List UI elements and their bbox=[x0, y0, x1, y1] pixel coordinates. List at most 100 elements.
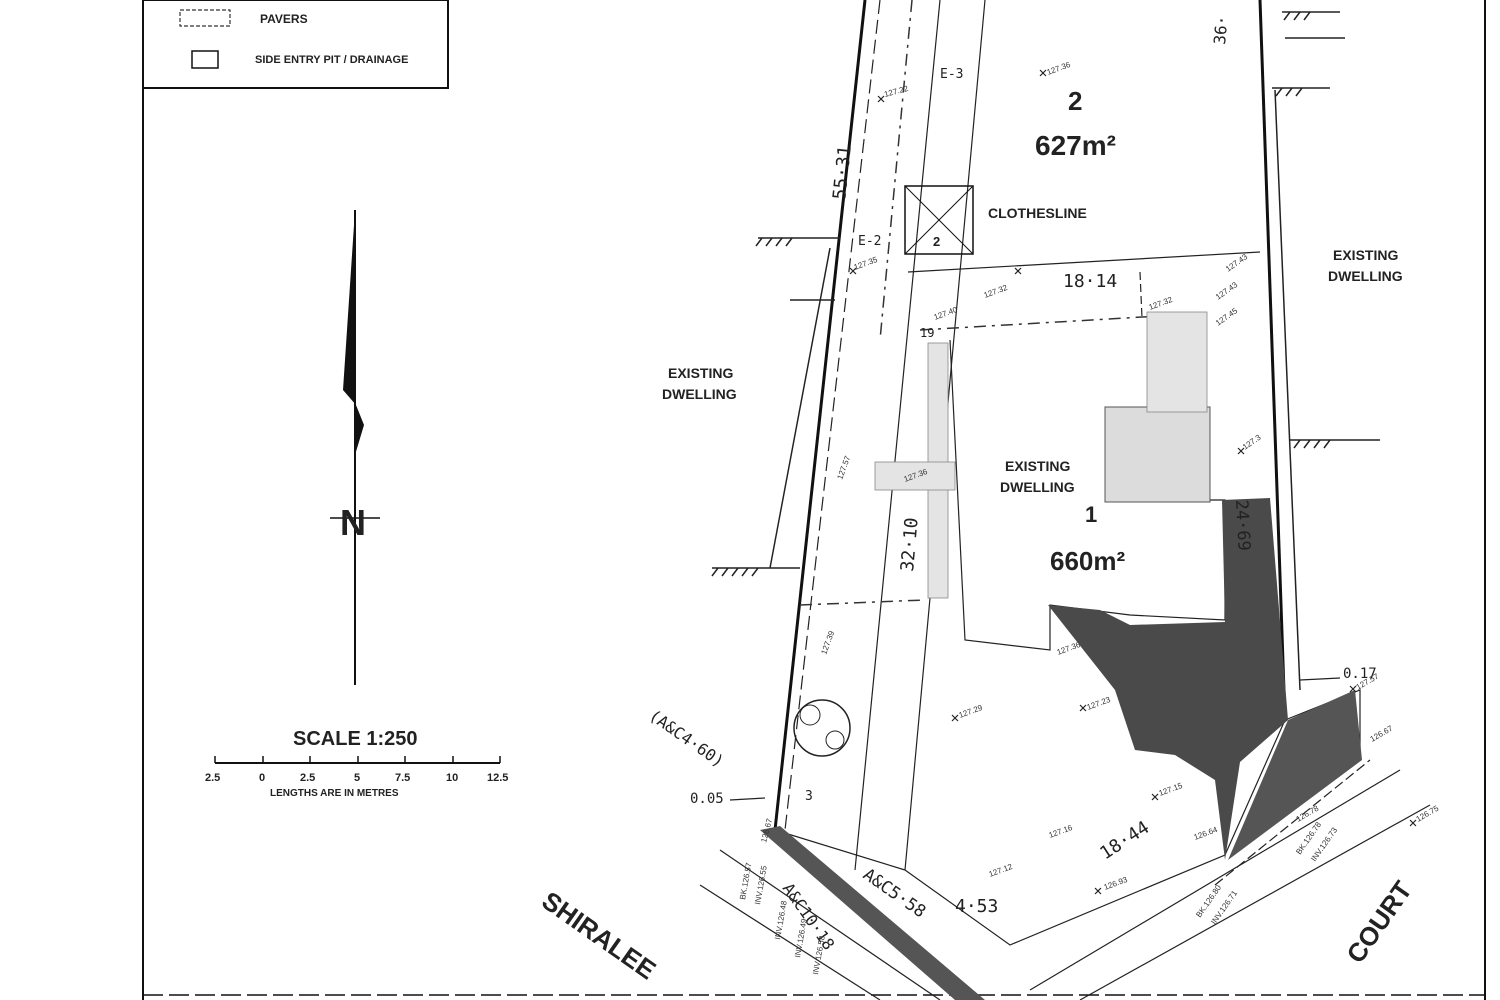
lot1-number: 1 bbox=[1085, 502, 1097, 527]
existing-dwelling-right-line1: EXISTING bbox=[1333, 247, 1398, 263]
north-arrow-head-icon bbox=[343, 210, 364, 455]
existing-dwelling-left-line1: EXISTING bbox=[668, 365, 733, 381]
dimension-label: 24·69 bbox=[1231, 499, 1254, 551]
spot-level: 127.36 bbox=[1046, 60, 1073, 77]
spot-level: 126.67 bbox=[1369, 723, 1395, 743]
driveway-left bbox=[854, 0, 941, 871]
invert-label: INV.126.49 bbox=[793, 918, 809, 959]
legend-pit-label: SIDE ENTRY PIT / DRAINAGE bbox=[255, 54, 408, 66]
driveway-fill bbox=[760, 498, 1362, 1000]
clothesline-label: CLOTHESLINE bbox=[988, 205, 1087, 221]
street-frontage bbox=[904, 719, 1286, 946]
scale-note: LENGTHS ARE IN METRES bbox=[270, 788, 399, 799]
corner-truncation bbox=[774, 829, 906, 871]
pavers-step bbox=[874, 461, 956, 491]
pavers-area-1 bbox=[1104, 406, 1211, 503]
dimension-label: 18·44 bbox=[1096, 817, 1153, 864]
existing-dwelling-lot1-line2: DWELLING bbox=[1000, 479, 1075, 495]
spot-level: 127.15 bbox=[1158, 781, 1185, 798]
crossover-shaded bbox=[1228, 690, 1362, 860]
right-boundary bbox=[1258, 0, 1287, 721]
invert-label: INV.126.55 bbox=[753, 865, 769, 906]
spot-level: 127.43 bbox=[1214, 280, 1240, 302]
spot-level: 127.29 bbox=[958, 703, 985, 720]
scale-tick-label: 12.5 bbox=[487, 772, 508, 784]
survey-marks bbox=[849, 69, 1417, 895]
existing-dwelling-right-line2: DWELLING bbox=[1328, 268, 1403, 284]
existing-dwelling-left-line2: DWELLING bbox=[662, 386, 737, 402]
dimension-label: 32·10 bbox=[897, 517, 923, 573]
lot19-number: 19 bbox=[920, 326, 934, 340]
dimension-label: 55·31 bbox=[829, 145, 856, 201]
dimension-label: 0.17 bbox=[1343, 666, 1377, 682]
dimension-label: 36· bbox=[1210, 15, 1231, 45]
spot-level: 127.32 bbox=[983, 283, 1010, 300]
street-name-left: SHIRALEE bbox=[537, 885, 662, 985]
corner-right bbox=[1284, 689, 1361, 760]
spot-level: 126.64 bbox=[1193, 825, 1220, 842]
north-label: N bbox=[340, 502, 366, 543]
easement-label: E-2 bbox=[858, 234, 881, 249]
scale-tick-label: 0 bbox=[259, 772, 265, 784]
spot-level: 127.16 bbox=[1048, 823, 1075, 840]
north-arrow: N bbox=[330, 210, 380, 685]
driveway-shaded bbox=[1048, 498, 1288, 860]
scale-tick-label: 2.5 bbox=[300, 772, 315, 784]
clothesline-lot-number: 2 bbox=[933, 234, 940, 249]
spot-level: 127.39 bbox=[819, 629, 836, 656]
legend-pavers-label: PAVERS bbox=[260, 12, 308, 26]
left-boundary bbox=[773, 0, 867, 831]
easement-label: E-3 bbox=[940, 67, 963, 82]
scale-tick-label: 10 bbox=[446, 772, 458, 784]
pavers-area-2 bbox=[1146, 311, 1208, 413]
spot-level: 127.32 bbox=[1148, 295, 1175, 312]
invert-label: INV.126.58 bbox=[811, 935, 827, 976]
dimension-label: 18·14 bbox=[1063, 271, 1117, 292]
dimension-label: 0.05 bbox=[690, 791, 724, 807]
lot-boundaries bbox=[773, 0, 1361, 946]
invert-label: INV.126.48 bbox=[773, 900, 789, 941]
scale-tick-label: 2.5 bbox=[205, 772, 220, 784]
spot-level: 127.35 bbox=[853, 255, 880, 272]
scale-title: SCALE 1:250 bbox=[293, 728, 418, 750]
lot1-dwelling bbox=[874, 311, 1226, 651]
driveway-centreline bbox=[879, 0, 913, 341]
lot1-area: 660m² bbox=[1050, 546, 1125, 576]
scale-bar: SCALE 1:250 2.5 0 2.5 5 7.5 10 12.5 LENG… bbox=[205, 728, 508, 799]
easement-line-lower bbox=[799, 599, 926, 606]
invert-label: BK.126.57 bbox=[738, 861, 753, 900]
spot-level: 127.22 bbox=[883, 84, 909, 99]
lot2-number: 2 bbox=[1068, 86, 1082, 116]
pit-swatch bbox=[191, 50, 219, 69]
legend: PAVERS SIDE ENTRY PIT / DRAINAGE bbox=[142, 0, 449, 89]
clothesline-box: 2 bbox=[904, 185, 974, 255]
spot-level: 127.23 bbox=[1086, 695, 1113, 712]
existing-dwelling-lot1-line1: EXISTING bbox=[1005, 458, 1070, 474]
spot-level: 127.3 bbox=[1241, 432, 1263, 451]
spot-level: 127.45 bbox=[1214, 306, 1240, 328]
scale-tick-label: 5 bbox=[354, 772, 360, 784]
scale-tick-label: 7.5 bbox=[395, 772, 410, 784]
dimension-label: (A&C4·60) bbox=[646, 706, 728, 771]
legend-box bbox=[142, 0, 449, 89]
dimension-label: 4·53 bbox=[955, 896, 998, 917]
spot-level: 127.36 bbox=[1056, 640, 1083, 657]
spot-level: 127.57 bbox=[835, 454, 852, 481]
offset-arrow bbox=[1299, 677, 1341, 681]
spot-level: 127.43 bbox=[1224, 252, 1250, 274]
tree-icon bbox=[793, 699, 851, 757]
spot-level: 126.93 bbox=[1103, 875, 1130, 892]
street-name-right: COURT bbox=[1340, 875, 1418, 968]
pavers-swatch bbox=[179, 9, 231, 27]
lot2-area: 627m² bbox=[1035, 130, 1116, 161]
lot3-number: 3 bbox=[805, 789, 813, 804]
footpath-shaded bbox=[760, 826, 985, 1000]
easement-line-upper bbox=[919, 315, 1161, 331]
left-fence-hatch bbox=[711, 237, 840, 577]
offset-arrow bbox=[729, 797, 766, 801]
kerb-lines bbox=[699, 759, 1431, 1000]
right-fence-hatch bbox=[1272, 11, 1380, 691]
lot-division-line bbox=[907, 251, 1261, 273]
spot-level: 127.12 bbox=[988, 862, 1015, 879]
